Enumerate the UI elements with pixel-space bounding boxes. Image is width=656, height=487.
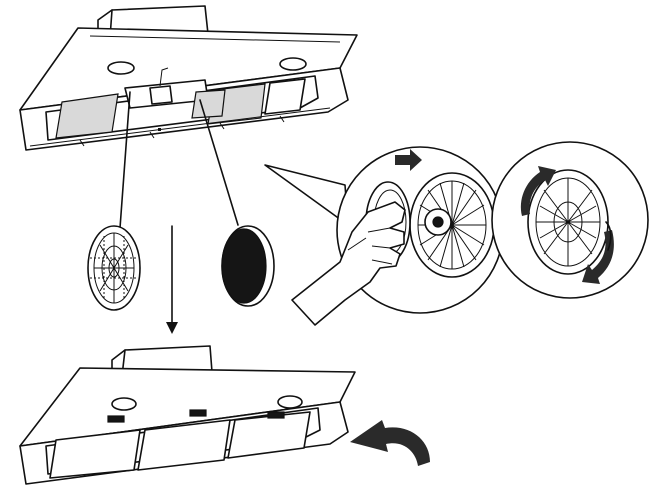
carbon-filter: [221, 225, 275, 307]
hand-icon: [291, 201, 406, 326]
bottom-range-hood: [19, 345, 356, 485]
curved-arrow-icon: [350, 420, 430, 466]
top-range-hood: [19, 5, 358, 151]
detail-circle-rotate: [491, 141, 649, 299]
arrow-right-icon: [395, 149, 422, 171]
rotate-arrows-icon: [520, 166, 614, 284]
zoom-callout: [264, 164, 349, 226]
grease-filter: [87, 225, 141, 311]
callout-lines: [119, 91, 239, 334]
